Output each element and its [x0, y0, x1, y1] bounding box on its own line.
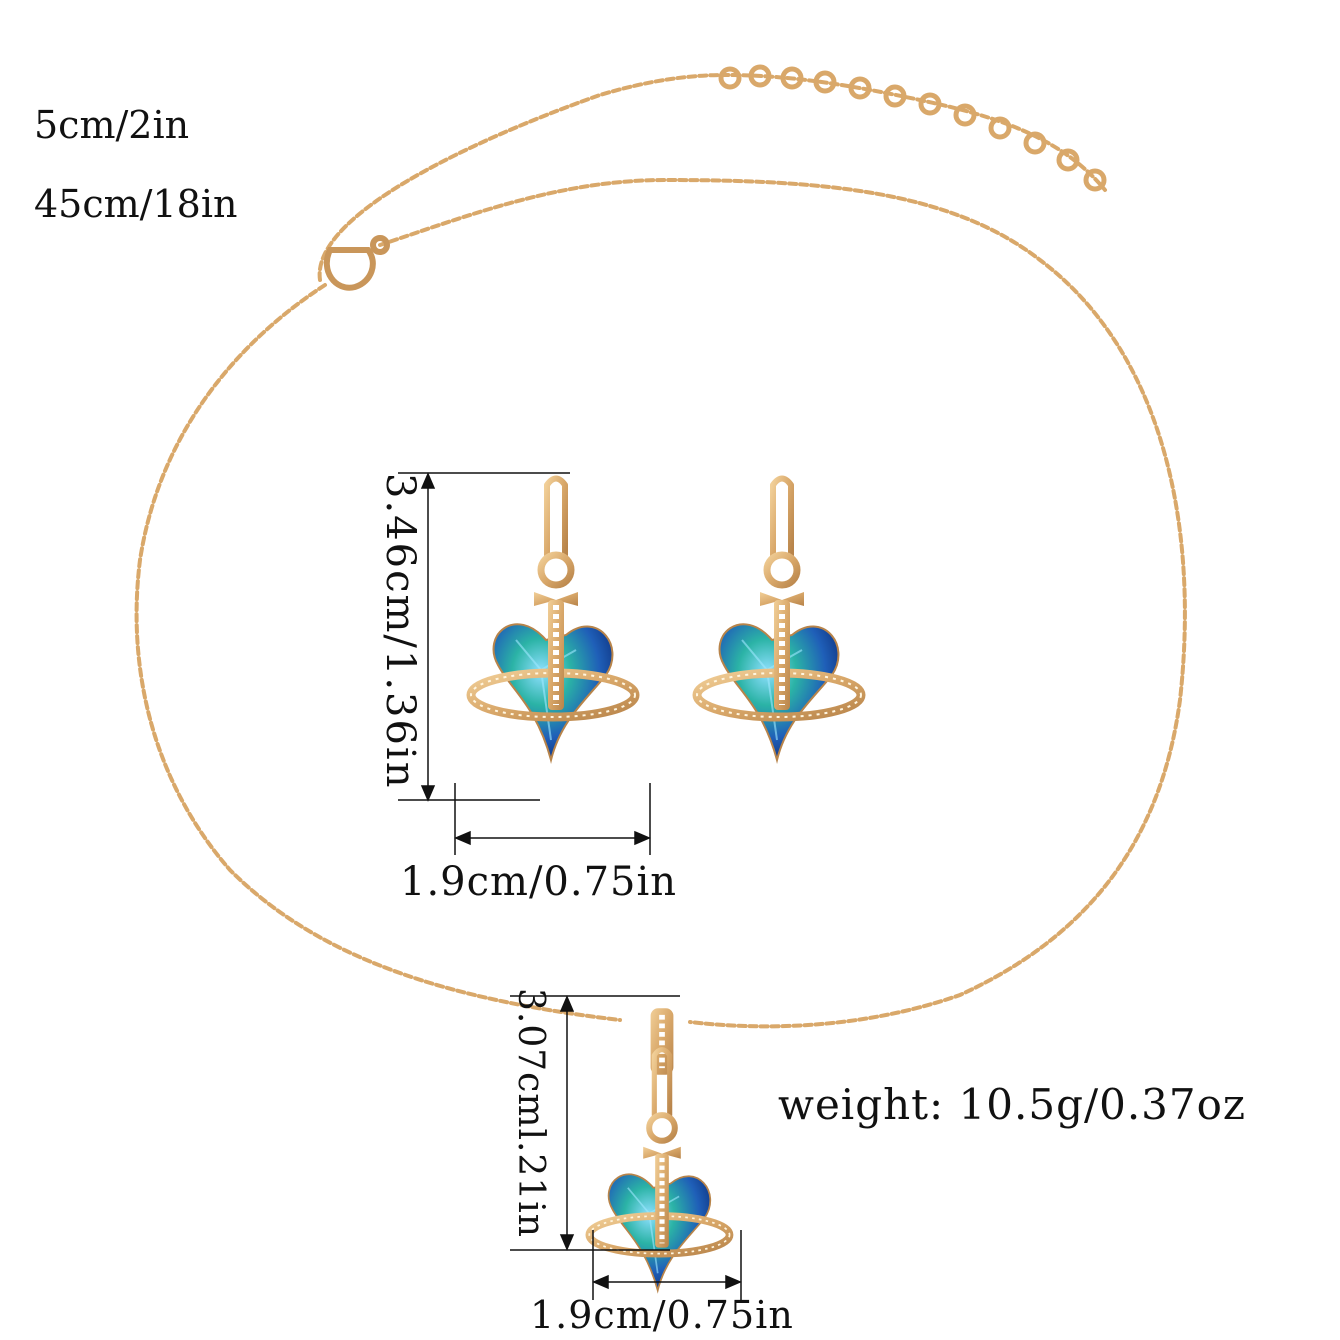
clasp [323, 235, 390, 291]
chain-length-label: 45cm/18in [34, 182, 238, 226]
earring-width-label: 1.9cm/0.75in [400, 859, 678, 905]
necklace-chain [134, 72, 1187, 1029]
earring-left [471, 479, 635, 761]
pendant-width-label: 1.9cm/0.75in [530, 1293, 794, 1337]
pendant-height-label: 3.07cml.21in [510, 988, 551, 1238]
earring-height-label: 3.46cm/1.36in [377, 473, 423, 790]
earring-dimension-lines [398, 472, 651, 855]
earring-right [697, 479, 861, 761]
extender-chain [718, 64, 1107, 192]
pendant [589, 1008, 729, 1290]
extender-length-label: 5cm/2in [34, 103, 190, 147]
pendant-dimension-lines [510, 995, 742, 1300]
weight-label: weight: 10.5g/0.37oz [778, 1080, 1247, 1129]
